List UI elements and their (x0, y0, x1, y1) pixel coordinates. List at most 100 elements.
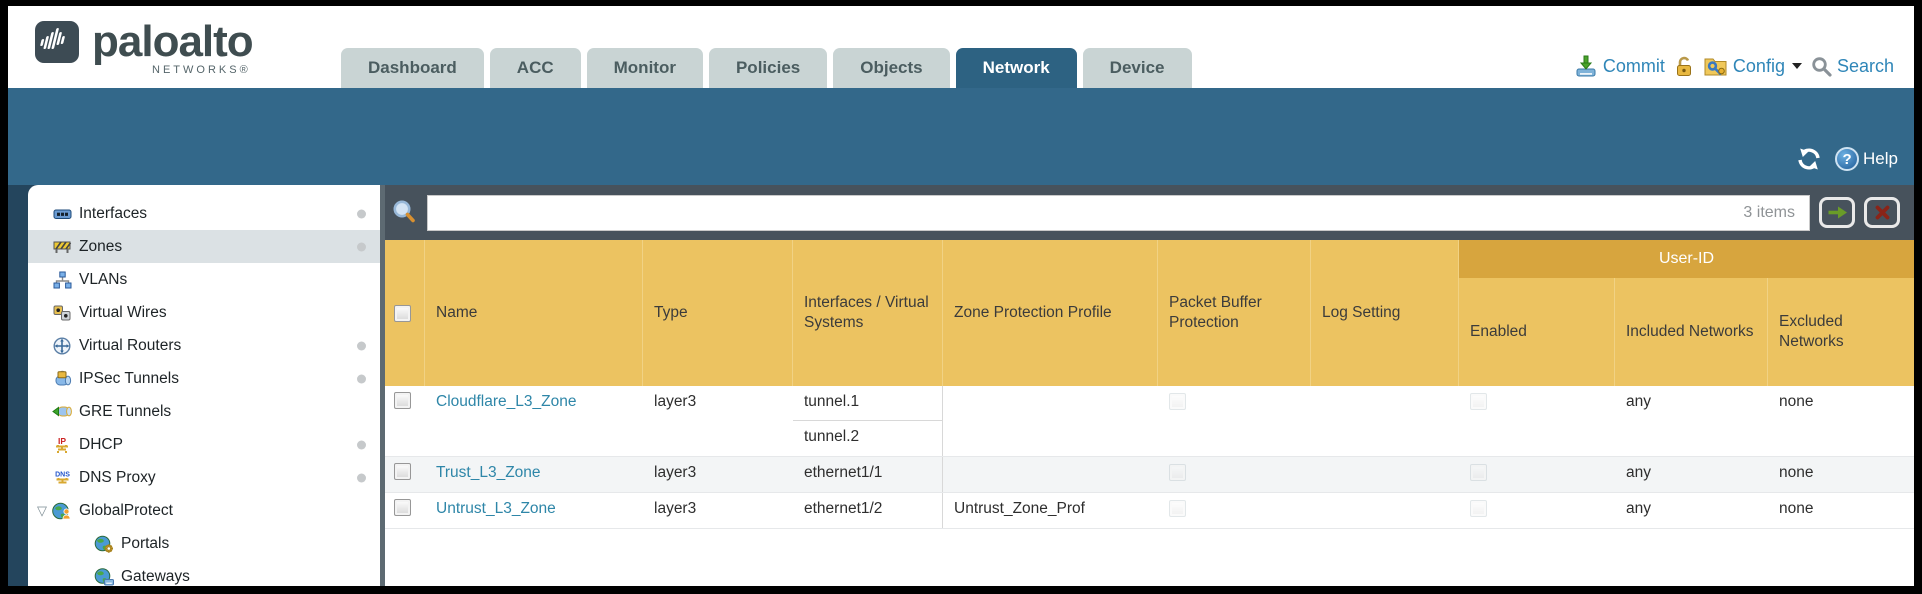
zone-name-link[interactable]: Untrust_L3_Zone (436, 500, 556, 517)
row-select-cell (385, 493, 425, 528)
col-header-zone-protection-profile[interactable]: Zone Protection Profile (943, 240, 1158, 386)
search-label: Search (1836, 55, 1894, 76)
svg-text:DNS: DNS (55, 471, 70, 478)
refresh-icon[interactable] (1795, 147, 1823, 171)
dns-proxy-icon: DNS (52, 469, 72, 487)
sidebar-item-interfaces[interactable]: Interfaces (28, 197, 380, 230)
zone-name-cell: Trust_L3_Zone (425, 457, 643, 492)
tab-network[interactable]: Network (955, 48, 1077, 88)
status-dot (357, 209, 366, 218)
sidebar-item-label: GRE Tunnels (79, 402, 172, 420)
interfaces-cell: ethernet1/2 (793, 493, 943, 528)
sidebar-item-label: Virtual Routers (79, 336, 182, 354)
commit-icon (1576, 55, 1596, 77)
col-header-type[interactable]: Type (643, 240, 793, 386)
packet-buffer-checkbox (1169, 500, 1186, 517)
select-all-checkbox[interactable] (394, 304, 411, 322)
row-checkbox[interactable] (394, 392, 411, 409)
apply-filter-button[interactable] (1819, 197, 1855, 228)
help-button[interactable]: ? Help (1835, 147, 1898, 171)
excluded-networks-cell: none (1779, 393, 1814, 410)
col-header-enabled[interactable]: Enabled (1459, 278, 1615, 386)
zone-protection-profile-cell (943, 386, 1158, 456)
help-icon: ? (1835, 147, 1860, 171)
user-id-enabled-checkbox (1470, 393, 1487, 410)
col-header-packet-buffer-protection[interactable]: Packet Buffer Protection (1158, 240, 1311, 386)
filter-toolbar: 3 items (385, 185, 1914, 240)
interface-cell: ethernet1/1 (793, 457, 943, 492)
filter-input[interactable]: 3 items (427, 194, 1810, 231)
tab-policies[interactable]: Policies (708, 48, 828, 88)
zone-type-cell: layer3 (654, 500, 697, 517)
config-menu-button[interactable]: Config (1703, 55, 1802, 77)
sidebar-item-virtual-wires[interactable]: Virtual Wires (28, 296, 380, 329)
sidebar-item-virtual-routers[interactable]: Virtual Routers (28, 329, 380, 362)
sidebar-item-zones[interactable]: Zones (28, 230, 380, 263)
clear-filter-button[interactable] (1864, 197, 1900, 228)
ipsec-tunnels-icon (52, 370, 72, 388)
sidebar-item-vlans[interactable]: VLANs (28, 263, 380, 296)
config-icon (1704, 58, 1727, 76)
sidebar-divider[interactable] (380, 185, 385, 586)
status-dot (357, 341, 366, 350)
packet-buffer-protection-cell (1158, 457, 1311, 492)
portals-icon (94, 535, 114, 553)
zone-protection-profile-cell: Untrust_Zone_Prof (954, 500, 1085, 517)
zone-type-cell: layer3 (654, 464, 697, 481)
sidebar-item-gre-tunnels[interactable]: GRE Tunnels (28, 395, 380, 428)
sidebar-item-label: GlobalProtect (79, 501, 173, 519)
row-checkbox[interactable] (394, 463, 411, 480)
tab-device[interactable]: Device (1082, 48, 1192, 88)
sidebar-item-label: DNS Proxy (79, 468, 156, 486)
sidebar-item-dns-proxy[interactable]: DNS DNS Proxy (28, 461, 380, 494)
virtual-routers-icon (52, 336, 72, 355)
zone-name-link[interactable]: Cloudflare_L3_Zone (436, 393, 577, 410)
virtual-wires-icon (52, 304, 72, 322)
col-header-interfaces[interactable]: Interfaces / Virtual Systems (793, 240, 943, 386)
excluded-networks-cell: none (1779, 500, 1814, 517)
zone-name-link[interactable]: Trust_L3_Zone (436, 464, 541, 481)
brand-name: paloalto (92, 17, 254, 66)
expand-triangle-icon[interactable]: ▽ (37, 502, 47, 518)
lock-icon[interactable] (1674, 55, 1694, 78)
included-networks-cell: any (1626, 500, 1651, 517)
gateways-icon (94, 567, 114, 586)
zone-protection-profile-cell (943, 457, 1158, 492)
search-icon (1812, 56, 1832, 77)
config-label: Config (1732, 55, 1785, 76)
sidebar-item-gateways[interactable]: Gateways (28, 560, 380, 586)
col-header-included-networks[interactable]: Included Networks (1615, 278, 1768, 386)
teal-banner: ? Help (8, 88, 1914, 185)
sidebar-item-globalprotect[interactable]: ▽ GlobalProtect (28, 494, 380, 527)
packet-buffer-checkbox (1169, 464, 1186, 481)
col-header-name[interactable]: Name (425, 240, 643, 386)
commit-button[interactable]: Commit (1574, 54, 1665, 78)
packet-buffer-protection-cell (1158, 493, 1311, 528)
user-id-enabled-checkbox (1470, 464, 1487, 481)
clear-x-icon (1875, 205, 1889, 220)
col-header-excluded-networks[interactable]: Excluded Networks (1779, 312, 1844, 350)
sidebar-item-portals[interactable]: Portals (28, 527, 380, 560)
svg-text:IP: IP (58, 436, 66, 446)
col-header-log-setting[interactable]: Log Setting (1311, 240, 1459, 386)
tab-dashboard[interactable]: Dashboard (341, 48, 484, 88)
global-search-button[interactable]: Search (1811, 56, 1894, 77)
paloalto-logo-icon (35, 21, 79, 63)
row-checkbox[interactable] (394, 499, 411, 516)
tab-monitor[interactable]: Monitor (586, 48, 703, 88)
vlans-icon (52, 271, 72, 289)
tab-acc[interactable]: ACC (489, 48, 581, 88)
sidebar-item-label: Gateways (121, 567, 190, 585)
tab-objects[interactable]: Objects (833, 48, 950, 88)
sidebar-item-ipsec-tunnels[interactable]: IPSec Tunnels (28, 362, 380, 395)
